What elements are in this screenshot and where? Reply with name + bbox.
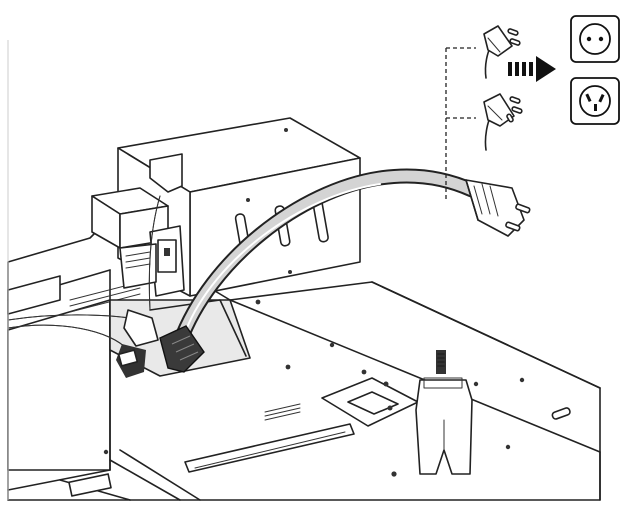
inner-connector — [116, 309, 159, 378]
mains-plug — [465, 179, 531, 237]
inlet-plug — [159, 325, 205, 373]
three-pin-plug-icon — [483, 93, 523, 151]
internal-wires — [7, 195, 161, 351]
arrow-right-icon — [508, 56, 556, 82]
plug-options-bracket — [445, 47, 476, 200]
round-socket-icon — [570, 15, 620, 63]
three-pin-socket-icon — [570, 77, 620, 125]
clamp-weight — [415, 350, 473, 475]
power-cable — [172, 168, 480, 350]
round-pin-plug-icon — [483, 25, 521, 79]
